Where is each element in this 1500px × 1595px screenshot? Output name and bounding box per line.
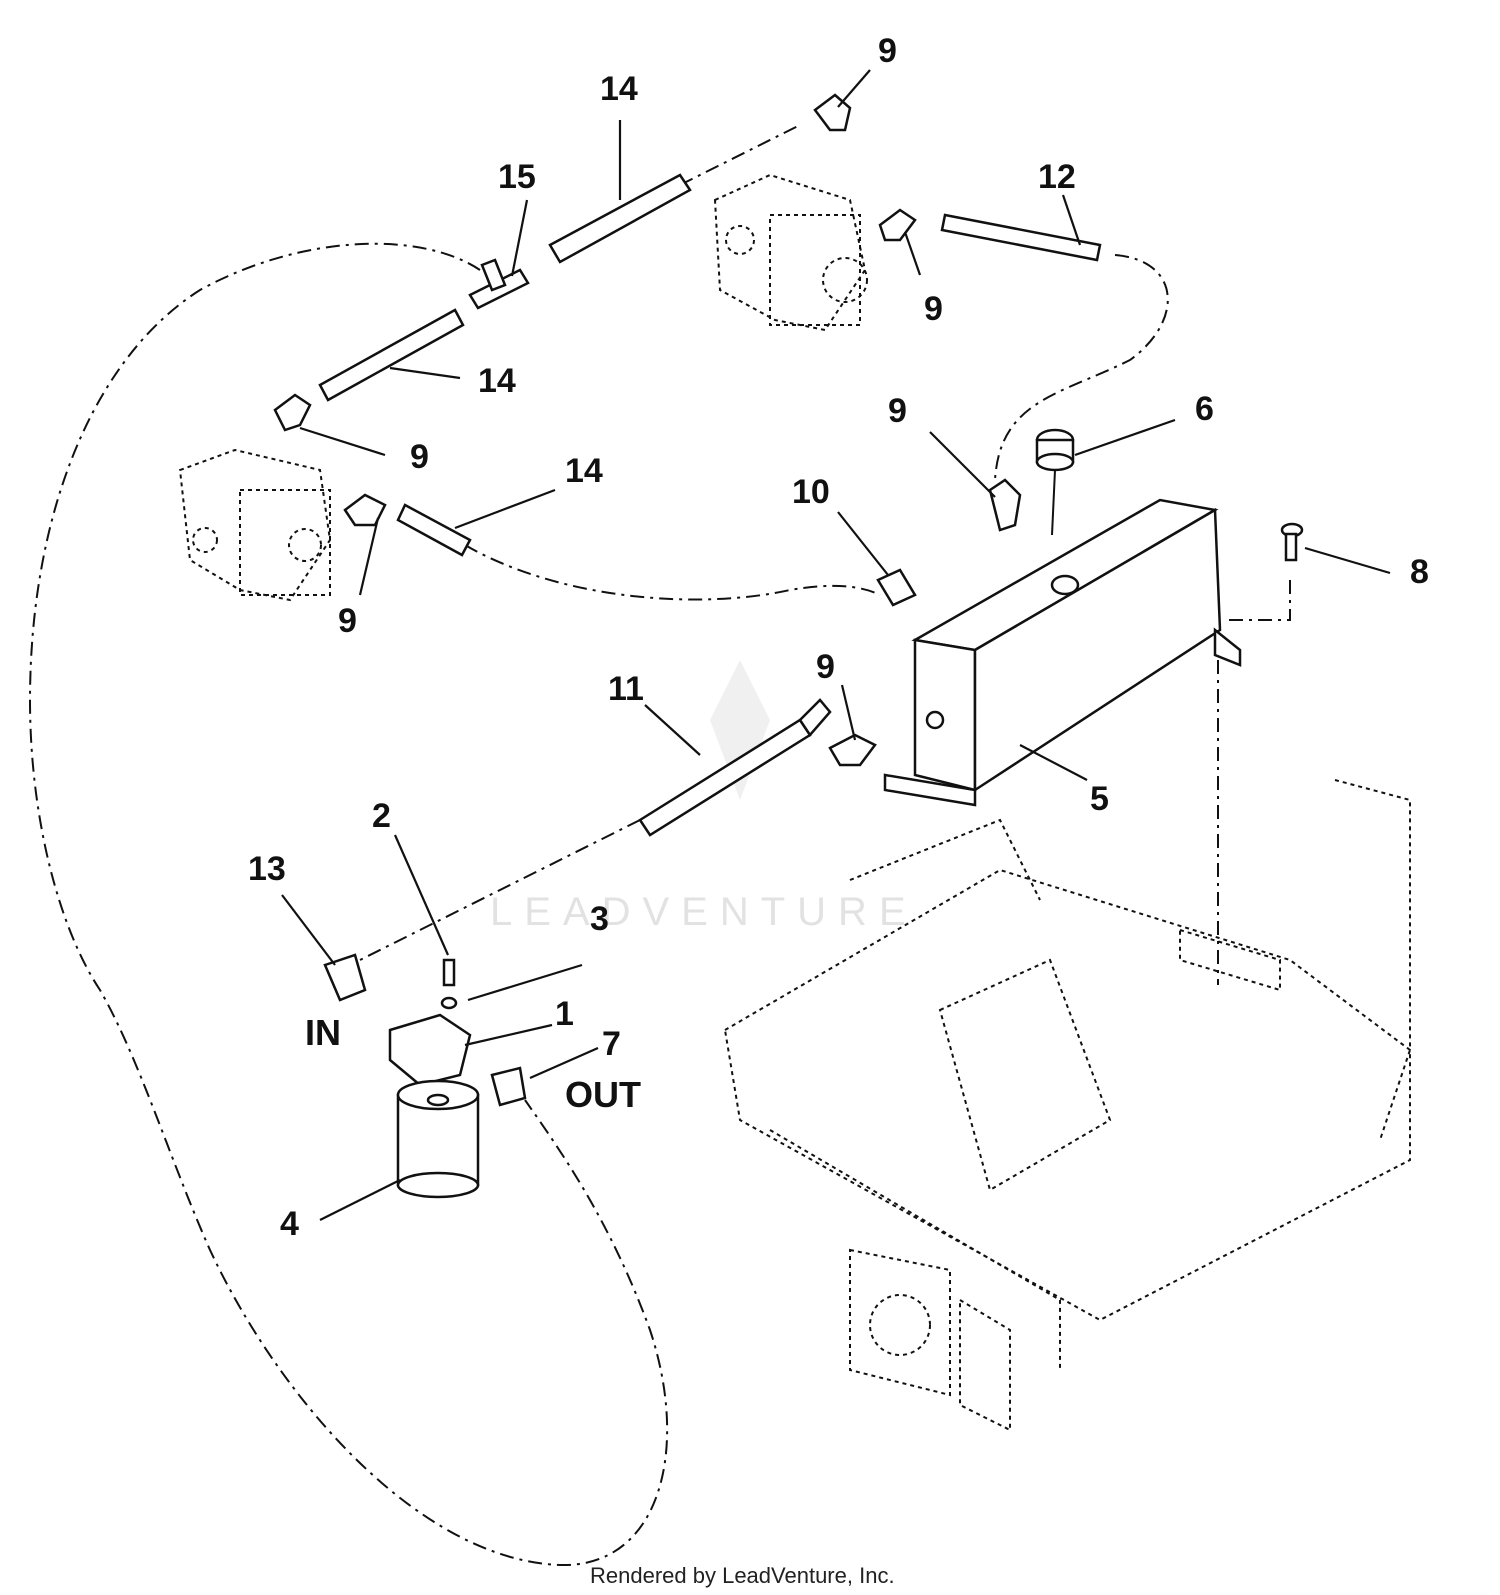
callout-9-left-pump: 9 (410, 438, 429, 476)
callout-4: 4 (280, 1205, 299, 1243)
elbow-fittings (273, 93, 1022, 767)
callout-10: 10 (792, 473, 830, 511)
watermark-text: LEADVENTURE (490, 890, 918, 934)
oil-filter-assembly (323, 953, 527, 1199)
pump-link-path (679, 124, 801, 186)
callout-9-right-pump: 9 (924, 290, 943, 328)
callout-7: 7 (602, 1025, 621, 1063)
leader-lines (281, 69, 1391, 1221)
callout-14-top: 14 (600, 70, 638, 108)
callout-2: 2 (372, 797, 391, 835)
tank-mount-path (1225, 580, 1291, 621)
callout-12: 12 (1038, 158, 1076, 196)
flow-label-out: OUT (565, 1074, 641, 1115)
callout-3: 3 (590, 900, 609, 938)
mower-frame (723, 779, 1411, 1432)
callout-11: 11 (608, 670, 644, 708)
hydraulic-tank (883, 498, 1242, 807)
callout-14-middle: 14 (478, 362, 516, 400)
callout-9-top: 9 (878, 32, 897, 70)
left-hydraulic-pump (178, 448, 332, 602)
watermark: LEADVENTURE (490, 660, 918, 934)
render-credit: Rendered by LeadVenture, Inc. (590, 1563, 895, 1588)
callout-9-hose-11: 9 (816, 648, 835, 686)
flow-label-in: IN (305, 1012, 341, 1053)
callout-1: 1 (555, 995, 574, 1033)
straight-fitting (876, 568, 917, 607)
dipstick-cap (1035, 428, 1075, 536)
callout-9-left-lower: 9 (338, 602, 357, 640)
filter-feed-path (359, 819, 641, 961)
right-hydraulic-pump (713, 173, 868, 332)
supply-hose-path (464, 544, 881, 601)
hoses (318, 173, 1102, 837)
callout-8: 8 (1410, 553, 1429, 591)
tank-return-path (994, 254, 1169, 481)
callout-9-tank: 9 (888, 392, 907, 430)
return-hose-path (28, 242, 669, 1567)
callout-6: 6 (1195, 390, 1214, 428)
callout-13: 13 (248, 850, 286, 888)
callout-15: 15 (498, 158, 536, 196)
callout-5: 5 (1090, 780, 1109, 818)
mount-bolt (1280, 522, 1304, 562)
tee-fitting (468, 258, 530, 310)
callout-14-lower: 14 (565, 452, 603, 490)
